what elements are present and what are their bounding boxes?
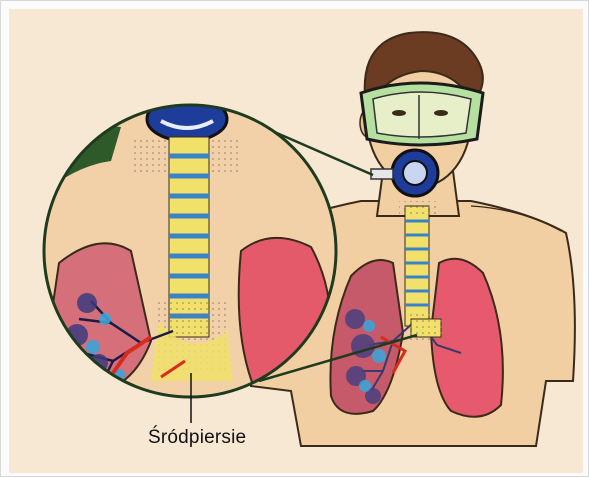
magnifier-inset [41,97,336,397]
mediastinum-label: Śródpiersie [148,427,246,449]
